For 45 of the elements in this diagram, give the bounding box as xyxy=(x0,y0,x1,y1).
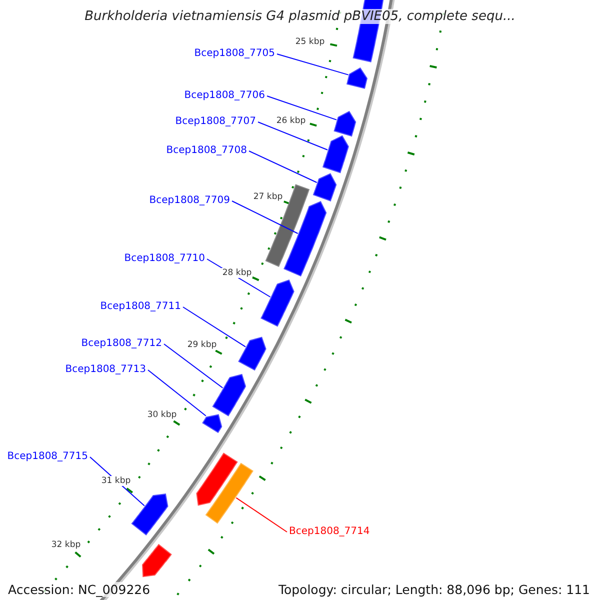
leader-line xyxy=(236,497,288,532)
gene-block xyxy=(312,173,337,202)
gene-label: Bcep1808_7707 xyxy=(175,116,256,128)
scale-label: 27 kbp xyxy=(252,192,284,202)
gene-label: Bcep1808_7714 xyxy=(289,526,370,538)
gene-label: Bcep1808_7709 xyxy=(149,195,230,207)
gene-block xyxy=(322,135,349,174)
scale-label: 25 kbp xyxy=(294,37,326,47)
gene-label: Bcep1808_7715 xyxy=(7,451,88,463)
leader-line xyxy=(164,344,224,388)
gene-block xyxy=(142,544,172,578)
leader-line xyxy=(232,200,298,234)
leader-line xyxy=(182,306,246,348)
gene-label: Bcep1808_7705 xyxy=(194,48,275,60)
scale-label: 28 kbp xyxy=(221,268,253,278)
gene-block xyxy=(284,201,327,277)
gene-label: Bcep1808_7713 xyxy=(65,364,146,376)
gene-block xyxy=(238,336,266,371)
gene-label: Bcep1808_7708 xyxy=(166,145,247,157)
gene-block xyxy=(260,279,294,327)
gene-label: Bcep1808_7706 xyxy=(184,90,265,102)
summary-text: Topology: circular; Length: 88,096 bp; Genes: 111 xyxy=(278,582,590,597)
scale-label: 31 kbp xyxy=(100,476,132,486)
scale-label: 30 kbp xyxy=(146,410,178,420)
gene-label: Bcep1808_7711 xyxy=(100,301,181,313)
leader-line xyxy=(266,96,337,120)
gene-block xyxy=(346,67,368,89)
feature-bar xyxy=(265,184,310,267)
accession-text: Accession: NC_009226 xyxy=(8,582,150,597)
leader-line xyxy=(148,370,206,416)
leader-line xyxy=(248,150,318,183)
gene-label: Bcep1808_7710 xyxy=(124,253,205,265)
gene-block xyxy=(196,452,238,506)
gene-block xyxy=(202,414,222,434)
scale-label: 26 kbp xyxy=(275,116,307,126)
gene-block xyxy=(131,494,168,536)
scale-label: 32 kbp xyxy=(50,540,82,550)
gene-block xyxy=(212,374,246,416)
feature-bar xyxy=(205,462,254,524)
gene-block xyxy=(334,110,356,137)
leader-line xyxy=(258,122,328,150)
title: Burkholderia vietnamiensis G4 plasmid pBVIE05, complete sequ... xyxy=(84,9,516,24)
gene-label: Bcep1808_7712 xyxy=(81,338,162,350)
leader-line xyxy=(276,54,349,76)
scale-label: 29 kbp xyxy=(186,340,218,350)
